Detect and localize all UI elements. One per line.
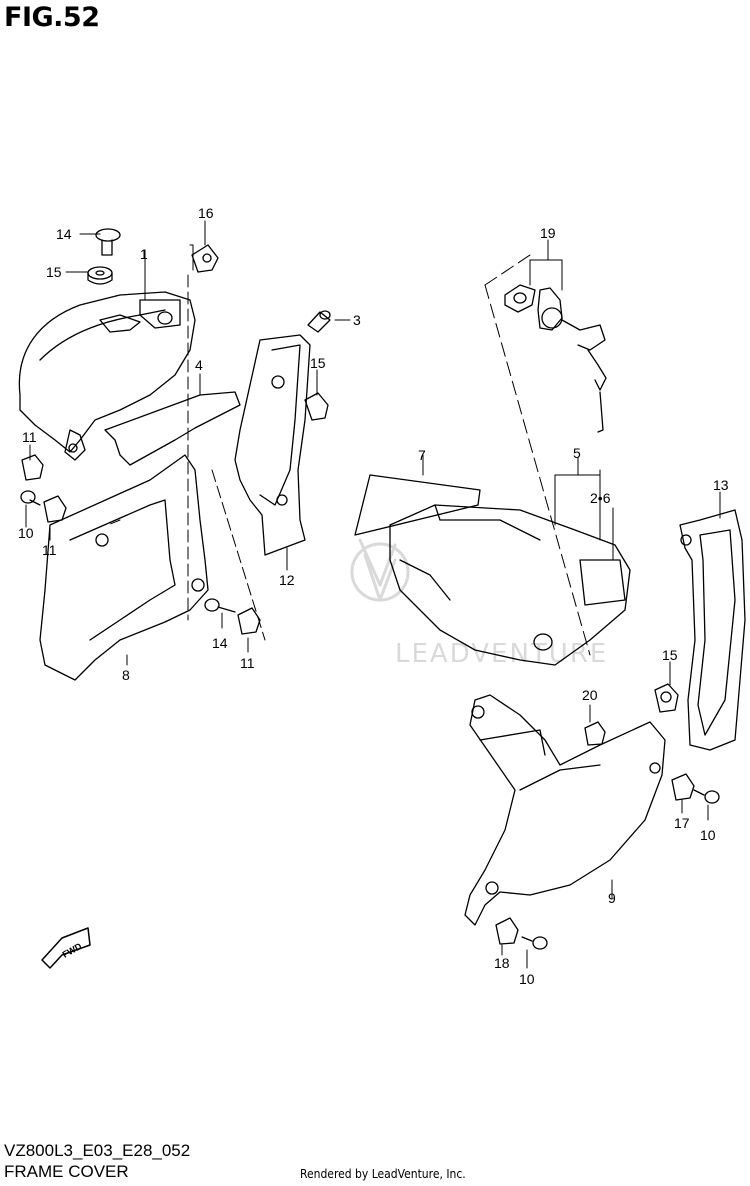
- grommet-11-a: [21, 454, 44, 481]
- callout-3: 3: [353, 312, 361, 328]
- lock-19: [504, 284, 607, 433]
- part-13-strip: [679, 509, 746, 751]
- bolt-10-bottom: [521, 936, 548, 950]
- leader-lines: [25, 220, 721, 969]
- section-name: FRAME COVER: [4, 1162, 129, 1181]
- callout-4: 4: [195, 357, 203, 373]
- callout-14-b: 14: [212, 635, 228, 651]
- collar-3: [307, 310, 331, 333]
- bolt-14-b: [204, 598, 236, 613]
- part-1-upper-cover: [18, 291, 196, 453]
- part-8-lower-left-cover: [39, 454, 209, 681]
- callout-10-right: 10: [700, 827, 716, 843]
- grommet-11-c: [237, 607, 261, 635]
- part-9-lower-right-cover: [464, 694, 666, 926]
- callout-11-b: 11: [42, 542, 57, 558]
- callout-17: 17: [674, 815, 690, 831]
- callout-15: 15: [46, 264, 62, 280]
- callout-20: 20: [582, 687, 598, 703]
- grommet-20: [584, 721, 606, 746]
- callout-18: 18: [494, 955, 510, 971]
- callout-8: 8: [122, 667, 130, 683]
- callout-19: 19: [540, 225, 556, 241]
- grommet-18: [495, 917, 519, 945]
- grommet-15-top: [87, 266, 113, 285]
- callout-2-6: 2•6: [590, 490, 611, 506]
- callout-10-a: 10: [18, 525, 34, 541]
- callout-15-right: 15: [662, 647, 678, 663]
- screw-14-top: [95, 228, 121, 256]
- callout-1: 1: [140, 246, 148, 262]
- part-4-strip: [104, 391, 241, 466]
- callout-15-mid: 15: [310, 355, 326, 371]
- callout-10-bottom: 10: [519, 971, 535, 987]
- callout-16: 16: [198, 205, 214, 221]
- model-code: VZ800L3_E03_E28_052: [4, 1141, 191, 1160]
- bolt-10-a: [20, 490, 41, 506]
- grommet-16: [191, 244, 219, 273]
- watermark-logo: [350, 538, 410, 602]
- fwd-label: FWD: [61, 941, 84, 960]
- rendered-by: Rendered by LeadVenture, Inc.: [300, 1167, 466, 1181]
- fwd-arrow-icon: [41, 927, 91, 969]
- grommet-15-mid: [304, 392, 329, 421]
- callout-9: 9: [608, 890, 616, 906]
- callout-5: 5: [573, 445, 581, 461]
- grommet-17: [671, 773, 695, 801]
- grommet-11-b: [43, 495, 67, 523]
- part-12-bracket: [234, 334, 311, 556]
- watermark-text: LEADVENTURE: [395, 639, 608, 669]
- callout-11-a: 11: [22, 429, 37, 445]
- callout-7: 7: [418, 447, 426, 463]
- grommet-15-right: [654, 683, 679, 713]
- callout-14: 14: [56, 226, 72, 242]
- part-7-frame-cover: [389, 504, 631, 666]
- callout-12: 12: [279, 572, 295, 588]
- callout-13: 13: [713, 477, 729, 493]
- figure-title: FIG.52: [4, 2, 100, 33]
- bolt-10-right: [693, 789, 720, 804]
- callout-11-c: 11: [240, 655, 255, 671]
